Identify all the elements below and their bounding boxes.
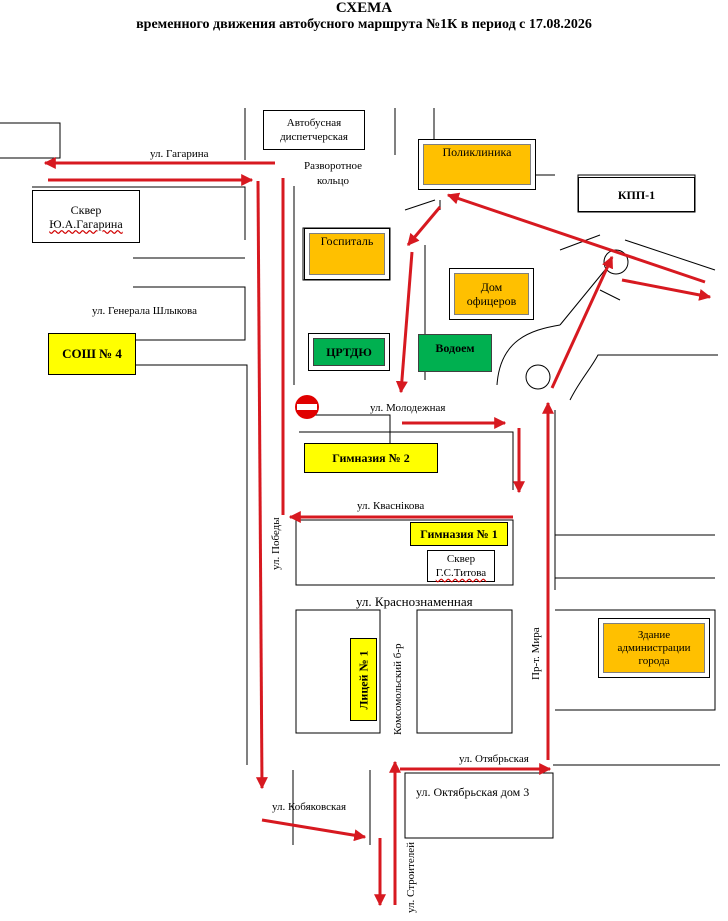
street-pobedy: ул. Победы bbox=[270, 517, 282, 570]
dom-oficerov-box: Дом офицеров bbox=[454, 273, 529, 315]
route-arrow-icon bbox=[261, 818, 367, 842]
turnaround-label: Разворотное кольцо bbox=[303, 160, 363, 187]
gospital-outline: Госпиталь bbox=[304, 228, 390, 280]
no-entry-sign-icon bbox=[295, 395, 319, 419]
street-kobyakovskaya: ул. Кобяковская bbox=[272, 801, 347, 813]
route-arrow-icon bbox=[550, 255, 614, 389]
crtdu-box: ЦРТДЮ bbox=[313, 338, 385, 366]
street-kvasnikova: ул. Кваснікова bbox=[357, 500, 425, 512]
poliklinika-box: Поликлиника bbox=[423, 144, 531, 185]
gimnazia-1-box: Гимназия № 1 bbox=[410, 522, 508, 546]
roundabout-icon bbox=[525, 364, 551, 390]
route-arrow-icon bbox=[621, 278, 712, 301]
kpp-1-box: КПП-1 bbox=[578, 177, 695, 212]
administration-outline: Здание администрации города bbox=[598, 618, 710, 678]
skver-titova-line2: Г.С.Титова bbox=[435, 567, 487, 579]
street-otyabrskaya: ул. Отябрьская bbox=[459, 753, 529, 765]
skver-gagarina-line2: Ю.А.Гагарина bbox=[49, 216, 123, 231]
skver-titova-line1: Сквер bbox=[446, 553, 476, 565]
skver-gagarina-box: Сквер Ю.А.Гагарина bbox=[32, 190, 140, 243]
street-mira: Пр-т. Мира bbox=[530, 627, 542, 680]
route-arrows bbox=[43, 157, 712, 907]
skver-gagarina-line1: Сквер bbox=[70, 202, 102, 217]
route-arrow-icon bbox=[255, 180, 268, 790]
sosh-4-box: СОШ № 4 bbox=[48, 333, 136, 375]
crtdu-outline: ЦРТДЮ bbox=[308, 333, 390, 371]
route-arrow-icon bbox=[406, 206, 442, 246]
street-oktyabrskaya-3: ул. Октябрьская дом 3 bbox=[416, 785, 530, 799]
administration-box: Здание администрации города bbox=[603, 623, 705, 673]
street-gagarina: ул. Гагарина bbox=[150, 148, 209, 160]
route-arrow-icon bbox=[446, 192, 706, 284]
street-krasnoznamennaya: ул. Краснознаменная bbox=[356, 594, 473, 609]
street-stroiteley: ул. Строителей bbox=[405, 842, 417, 913]
vodoem-box: Водоем bbox=[418, 334, 492, 372]
street-shlykova: ул. Генерала Шлыкова bbox=[92, 305, 197, 317]
bus-dispatch-box: Автобусная диспетчерская bbox=[263, 110, 365, 150]
licey-1-box: Лицей № 1 bbox=[350, 638, 377, 721]
licey-1-label: Лицей № 1 bbox=[356, 649, 371, 710]
gospital-box: Госпиталь bbox=[309, 233, 385, 275]
dom-oficerov-outline: Дом офицеров bbox=[449, 268, 534, 320]
map-subtitle: временного движения автобусного маршрута… bbox=[136, 17, 592, 32]
street-molodezhnaya: ул. Молодежная bbox=[370, 402, 446, 414]
route-arrow-icon bbox=[395, 251, 414, 394]
skver-titova-box: Сквер Г.С.Титова bbox=[427, 550, 495, 582]
gimnazia-2-box: Гимназия № 2 bbox=[304, 443, 438, 473]
street-komsomolsky: Комсомольский б-р bbox=[392, 643, 404, 735]
poliklinika-outline: Поликлиника bbox=[418, 139, 536, 190]
map-title: СХЕМА bbox=[335, 0, 393, 16]
